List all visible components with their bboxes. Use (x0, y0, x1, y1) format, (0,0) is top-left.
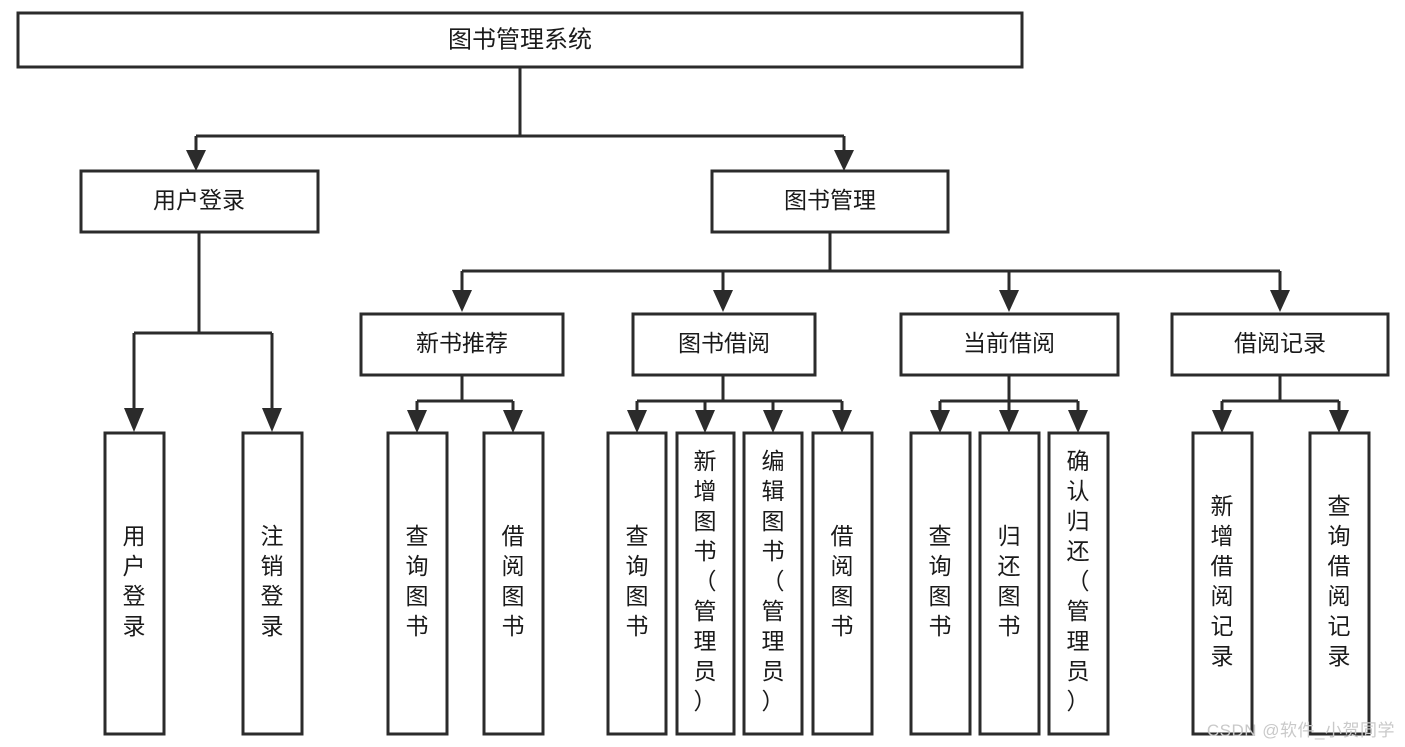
leaf-logout-label: 注销登录 (261, 523, 284, 639)
leaf-newbook-query-book[interactable]: 查询图书 (386, 431, 449, 736)
leaf-confirm-return-admin[interactable]: 确认归还（管理员） (1047, 431, 1110, 736)
node-book-management[interactable]: 图书管理 (710, 169, 950, 234)
node-book-management-label: 图书管理 (784, 187, 876, 213)
node-new-book-recommend-label: 新书推荐 (416, 330, 508, 356)
leaf-logout[interactable]: 注销登录 (241, 431, 304, 736)
leaf-user-login-label: 用户登录 (123, 523, 146, 639)
leaf-newbook-borrow-book-label: 借阅图书 (502, 523, 525, 639)
leaf-add-borrow-record-label: 新增借阅记录 (1211, 493, 1234, 669)
node-user-login-label: 用户登录 (153, 187, 245, 213)
leaf-edit-book-admin[interactable]: 编辑图书（管理员） (742, 431, 804, 736)
leaf-borrow-query-book-label: 查询图书 (626, 523, 649, 639)
leaf-edit-book-admin-label: 编辑图书（管理员） (762, 448, 785, 714)
node-root[interactable]: 图书管理系统 (16, 11, 1024, 69)
node-root-label: 图书管理系统 (448, 26, 592, 53)
node-book-borrow[interactable]: 图书借阅 (631, 312, 817, 377)
leaf-current-query-book[interactable]: 查询图书 (909, 431, 972, 736)
node-user-login[interactable]: 用户登录 (79, 169, 320, 234)
leaf-query-borrow-record-label: 查询借阅记录 (1328, 493, 1351, 669)
leaf-return-book-label: 归还图书 (998, 523, 1021, 639)
connector-root-to-level2 (186, 67, 854, 171)
node-borrow-record-label: 借阅记录 (1234, 330, 1326, 356)
connector-borrowrecord-to-leaves (1212, 375, 1349, 433)
leaf-add-book-admin-label: 新增图书（管理员） (694, 448, 717, 714)
leaf-confirm-return-admin-label: 确认归还（管理员） (1067, 448, 1090, 714)
connector-userlogin-to-leaves (124, 232, 282, 432)
leaf-newbook-query-book-label: 查询图书 (406, 523, 429, 639)
leaf-add-book-admin[interactable]: 新增图书（管理员） (675, 431, 736, 736)
connector-currentborrow-to-leaves (930, 375, 1088, 433)
connector-booklmgmt-to-level3 (452, 232, 1290, 312)
node-borrow-record[interactable]: 借阅记录 (1170, 312, 1390, 377)
leaf-current-query-book-label: 查询图书 (929, 523, 952, 639)
node-new-book-recommend[interactable]: 新书推荐 (359, 312, 565, 377)
connector-newbook-to-leaves (407, 375, 523, 433)
leaf-borrow-book-label: 借阅图书 (831, 523, 854, 639)
leaf-borrow-query-book[interactable]: 查询图书 (606, 431, 668, 736)
connector-bookborrow-to-leaves (627, 375, 852, 433)
leaf-newbook-borrow-book[interactable]: 借阅图书 (482, 431, 545, 736)
node-book-borrow-label: 图书借阅 (678, 330, 770, 356)
node-current-borrow[interactable]: 当前借阅 (899, 312, 1120, 377)
node-current-borrow-label: 当前借阅 (963, 330, 1055, 356)
leaf-query-borrow-record[interactable]: 查询借阅记录 (1308, 431, 1371, 736)
leaf-borrow-book[interactable]: 借阅图书 (811, 431, 874, 736)
leaf-return-book[interactable]: 归还图书 (978, 431, 1041, 736)
leaf-user-login[interactable]: 用户登录 (103, 431, 166, 736)
leaf-add-borrow-record[interactable]: 新增借阅记录 (1191, 431, 1254, 736)
